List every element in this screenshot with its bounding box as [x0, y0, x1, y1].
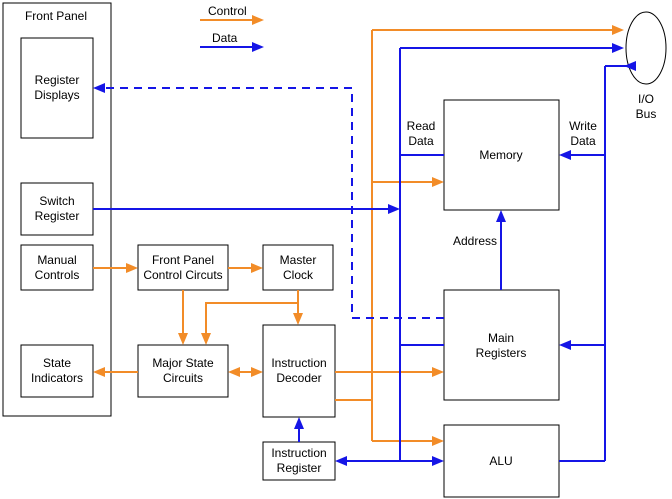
front-panel-control-box — [137, 244, 229, 291]
master-clock-label-2: Clock — [283, 268, 314, 282]
main-registers-label-1: Main — [488, 331, 514, 345]
legend-control-label: Control — [208, 4, 247, 18]
master-clock-label-1: Master — [280, 253, 317, 267]
data-arrow-register-displays — [93, 83, 105, 93]
major-state-box — [137, 344, 229, 398]
control-arrow-major-to-indicators — [93, 367, 105, 377]
control-arrow-to-alu — [432, 436, 444, 446]
data-arrow-switch-register — [388, 204, 400, 214]
legend-control-arrow — [252, 15, 264, 25]
legend: Control Data — [200, 4, 264, 52]
instruction-register-label-1: Instruction — [271, 446, 326, 460]
manual-controls-label-1: Manual — [37, 253, 76, 267]
address-label: Address — [453, 234, 497, 248]
data-arrow-address — [496, 210, 506, 222]
data-arrow-to-alu — [432, 456, 444, 466]
io-bus-ellipse — [625, 11, 667, 85]
manual-controls-box — [20, 244, 94, 291]
control-arrow-decoder-to-registers — [432, 367, 444, 377]
memory-box — [443, 99, 560, 211]
register-displays-box — [20, 37, 94, 139]
front-panel-control-label-1: Front Panel — [152, 253, 214, 267]
alu-box — [443, 424, 560, 498]
major-state-label-2: Circuits — [163, 371, 203, 385]
main-registers-box — [443, 289, 560, 401]
switch-register-label-2: Register — [35, 209, 80, 223]
io-bus-label-2: Bus — [636, 107, 657, 121]
control-arrow-manual-to-fpc — [126, 263, 138, 273]
switch-register-box — [20, 182, 94, 236]
master-clock-box — [262, 244, 334, 291]
data-arrow-write-registers — [559, 340, 571, 350]
main-registers-label-2: Registers — [476, 346, 527, 360]
instruction-register-label-2: Register — [277, 461, 322, 475]
read-data-label-1: Read — [407, 119, 436, 133]
memory-label: Memory — [479, 148, 522, 162]
control-arrow-to-io-bus — [612, 25, 624, 35]
read-data-label-2: Data — [408, 134, 434, 148]
write-data-label-1: Write — [569, 119, 597, 133]
control-arrow-clock-to-major — [201, 333, 211, 345]
register-displays-label-1: Register — [35, 73, 80, 87]
data-arrow-ir-to-decoder — [294, 417, 304, 429]
front-panel-title: Front Panel — [25, 9, 87, 23]
data-lines — [93, 43, 636, 466]
control-arrow-decoder-to-major — [228, 367, 240, 377]
register-displays-label-2: Displays — [34, 88, 79, 102]
data-arrow-write-memory — [559, 150, 571, 160]
major-state-label-1: Major State — [152, 356, 214, 370]
state-indicators-label-2: Indicators — [31, 371, 83, 385]
data-line-register-displays — [105, 87, 444, 319]
data-arrow-from-io-bus — [624, 61, 636, 71]
control-arrow-fpc-to-major — [178, 333, 188, 345]
write-data-label-2: Data — [570, 134, 596, 148]
io-bus-label-1: I/O — [638, 92, 654, 106]
control-arrow-major-to-decoder — [251, 367, 263, 377]
state-indicators-box — [20, 344, 94, 398]
data-arrow-to-io-bus — [612, 43, 624, 53]
control-arrow-fpc-to-clock — [251, 263, 263, 273]
control-lines — [93, 25, 624, 446]
instruction-decoder-label-1: Instruction — [271, 356, 326, 370]
control-arrow-clock-to-decoder — [293, 313, 303, 325]
front-panel-control-label-2: Control Circuts — [143, 268, 222, 282]
state-indicators-label-1: State — [43, 356, 71, 370]
data-arrow-to-instruction-register — [335, 456, 347, 466]
legend-data-label: Data — [212, 31, 238, 45]
manual-controls-label-2: Controls — [35, 268, 80, 282]
control-line-clock-to-major — [205, 302, 298, 333]
switch-register-label-1: Switch — [39, 194, 74, 208]
control-arrow-to-memory — [432, 177, 444, 187]
instruction-decoder-label-2: Decoder — [276, 371, 321, 385]
alu-label: ALU — [489, 454, 512, 468]
legend-data-arrow — [252, 42, 264, 52]
